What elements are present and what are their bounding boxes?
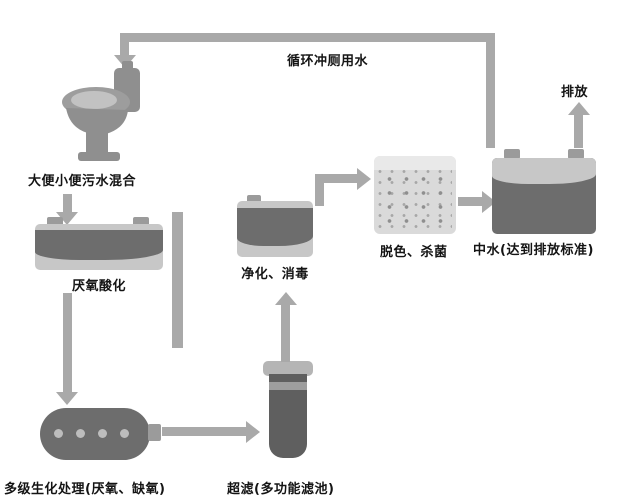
reclaimed-tank-nub-left [504, 149, 520, 159]
purification-tank-liquid [237, 208, 313, 246]
biochemical-reactor [40, 408, 150, 460]
anaerobic-tank-nub-right [133, 217, 149, 226]
biochemical-porthole [54, 429, 63, 438]
biochemical-porthole [76, 429, 85, 438]
biochemical-to-ultrafiltration-line [162, 427, 246, 436]
anaerobic-label: 厌氧酸化 [71, 279, 126, 294]
toilet-to-anaerobic-line [63, 194, 72, 212]
ultrafiltration-to-purification-arrowhead-icon [275, 292, 297, 305]
speckle-pattern [378, 168, 452, 230]
decolorization-box-rim [374, 156, 456, 170]
recycle-loop-left-line [120, 33, 129, 55]
purification-tank [237, 201, 313, 257]
decolorization-label: 脱色、杀菌 [380, 245, 448, 260]
biochemical-nozzle [148, 424, 161, 441]
anaerobic-to-biochemical-arrowhead-icon [56, 392, 78, 405]
purification-to-decolorization-arrowhead-icon [357, 168, 371, 190]
reclaimed-label: 中水(达到排放标准) [473, 243, 594, 258]
sewage-bypass-line [172, 212, 183, 348]
decolorization-box [374, 156, 456, 234]
purification-label: 净化、消毒 [241, 267, 309, 282]
toilet-label: 大便小便污水混合 [28, 174, 137, 189]
discharge-arrowhead-icon [568, 102, 590, 115]
purification-to-decolorization-hline [315, 174, 357, 183]
anaerobic-tank [35, 224, 163, 270]
decolorization-to-reclaimed-line [458, 197, 482, 206]
ultrafiltration-cap [263, 361, 313, 376]
anaerobic-to-biochemical-line [63, 293, 72, 392]
recycle-loop-right-line [486, 33, 495, 148]
recycle-loop-top-line [120, 33, 495, 42]
anaerobic-tank-liquid [35, 230, 163, 260]
reclaimed-tank [492, 158, 596, 234]
biochemical-porthole [98, 429, 107, 438]
biochemical-label: 多级生化处理(厌氧、缺氧) [4, 482, 166, 497]
ultrafiltration-ring [269, 382, 307, 390]
anaerobic-tank-nub-left [47, 217, 63, 226]
ultrafiltration-label: 超滤(多功能滤池) [227, 482, 335, 497]
purification-tank-nub [247, 195, 261, 203]
reclaimed-tank-surface [492, 158, 596, 184]
ultrafiltration-to-purification-line [281, 305, 290, 362]
discharge-arrow-line [574, 115, 583, 148]
biochemical-porthole [120, 429, 129, 438]
toilet-icon [62, 61, 140, 161]
recycle-loop-label: 循环冲厕用水 [287, 54, 369, 69]
discharge-label: 排放 [561, 85, 589, 100]
purification-to-decolorization-vline [315, 174, 324, 206]
biochemical-to-ultrafiltration-arrowhead-icon [246, 421, 260, 443]
reclaimed-tank-nub-right [568, 149, 584, 159]
